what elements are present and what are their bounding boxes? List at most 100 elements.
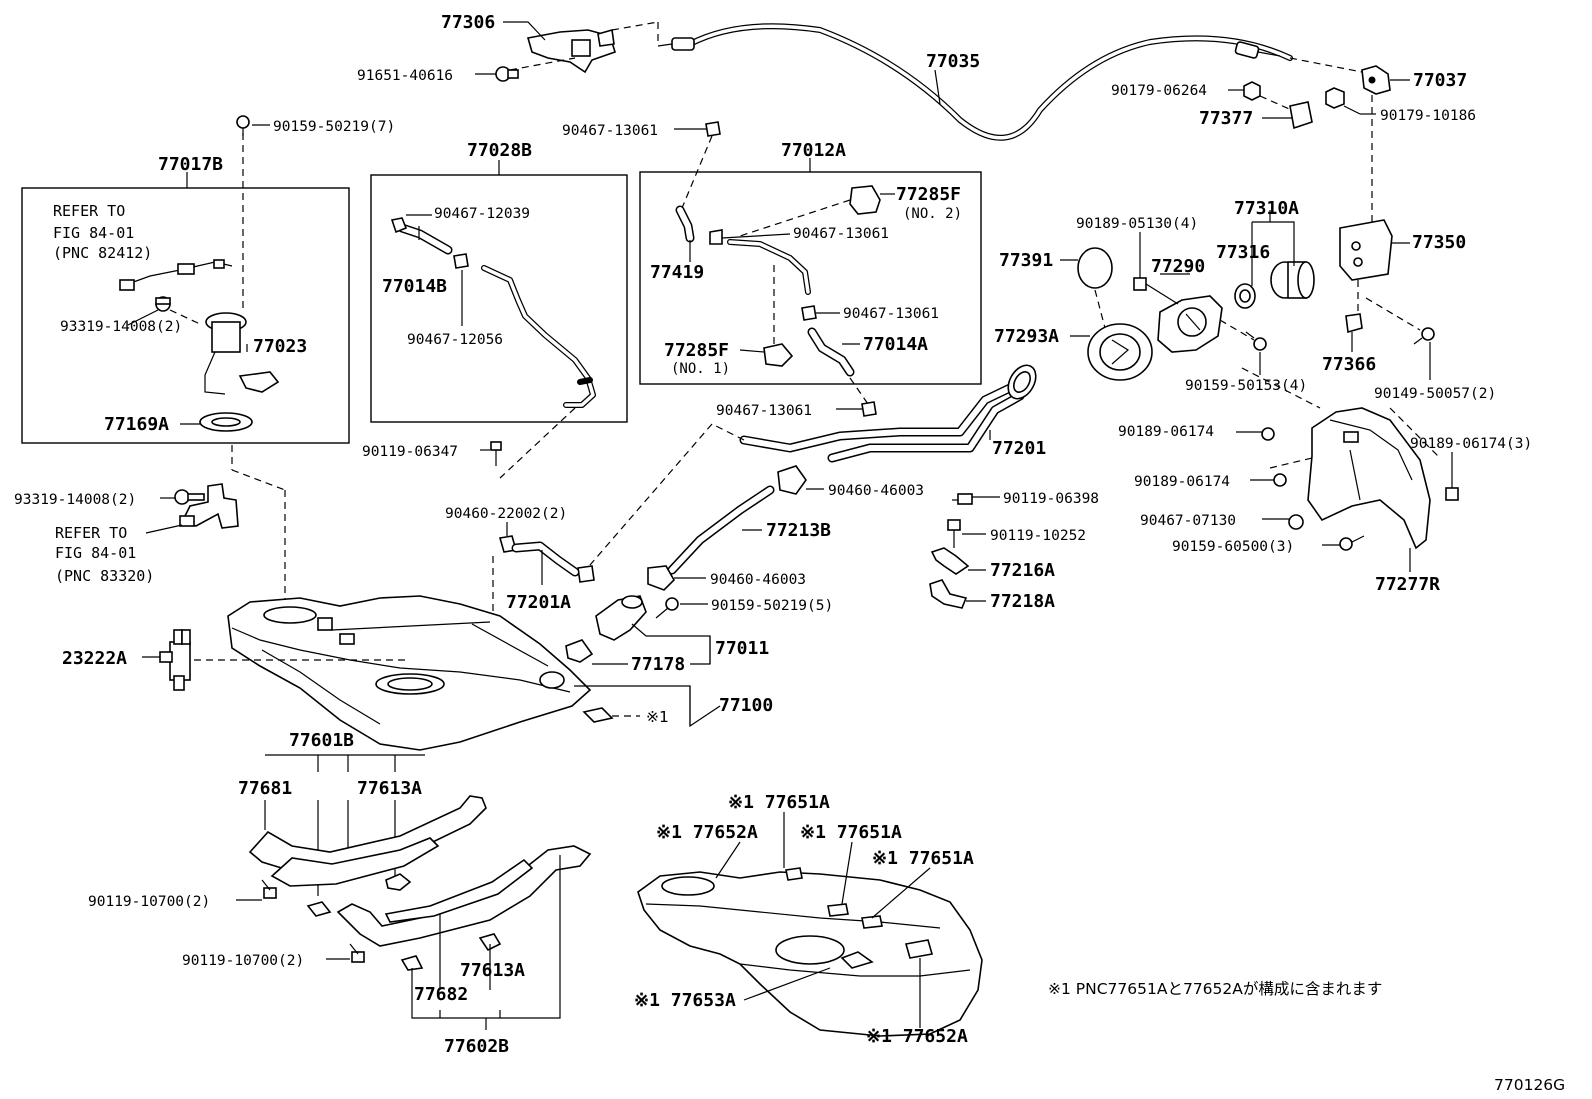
label-77377: 77377: [1199, 108, 1253, 129]
label-77201a: 77201A: [506, 592, 571, 613]
fuel-lid-cable-77035: [657, 23, 1293, 141]
label-90179-10186: 90179-10186: [1380, 108, 1476, 124]
refer-to-1-line-3: (PNC 82412): [53, 244, 152, 262]
label-90119-10252: 90119-10252: [990, 528, 1086, 544]
screw-90149-50057: [1413, 327, 1435, 345]
label-77682: 77682: [414, 984, 468, 1005]
clip-90467-13061-mid: [709, 229, 723, 245]
gasket-77169a: [199, 412, 253, 432]
label-77201: 77201: [992, 438, 1046, 459]
clip-77377: [1289, 101, 1313, 130]
lid-housing-77293a: [1087, 323, 1153, 381]
clip-77613a-c: [400, 955, 424, 971]
bolt-90119-10252: [947, 519, 961, 548]
label-90467-12056: 90467-12056: [407, 332, 503, 348]
clamp-90460-22002: [498, 535, 595, 583]
bolt-90159-50219-5: [655, 597, 679, 619]
label-77316: 77316: [1216, 242, 1270, 263]
clamp-77285f-no1: [763, 343, 794, 367]
label-77218a: 77218A: [990, 591, 1055, 612]
label-77293a: 77293A: [994, 326, 1059, 347]
clip-90467-13061-top: [705, 121, 721, 137]
hose-77014a: [807, 327, 855, 377]
label-77681: 77681: [238, 778, 292, 799]
filler-neck-77011: [595, 595, 647, 641]
label-90189-06174-b: 90189-06174: [1134, 474, 1230, 490]
label-90467-12039: 90467-12039: [434, 206, 530, 222]
fuel-cap-77310a: [1270, 261, 1315, 299]
label-77037: 77037: [1413, 70, 1467, 91]
label-77216a: 77216A: [990, 560, 1055, 581]
label-77602b: 77602B: [444, 1036, 509, 1057]
fuel-tank-77100: [227, 595, 592, 751]
label-77391: 77391: [999, 250, 1053, 271]
label-77419: 77419: [650, 262, 704, 283]
bolt-90119-06398: [952, 493, 973, 505]
sender-wire-harness: [119, 259, 233, 291]
label-90159-50219-5: 90159-50219(5): [711, 598, 833, 614]
clamp-77285f-no2: [849, 185, 881, 215]
label-90149-50057-2: 90149-50057(2): [1374, 386, 1496, 402]
gasket-77178: [565, 639, 594, 663]
filler-hose-77213b: [667, 485, 775, 575]
hose-77419: [675, 205, 695, 243]
label-90189-05130-4: 90189-05130(4): [1076, 216, 1198, 232]
label-90467-13061-d: 90467-13061: [716, 403, 812, 419]
tank-strap-77681: [248, 795, 487, 887]
bolt-90119-10700-a: [261, 879, 277, 899]
clip-90467-07130: [1288, 514, 1304, 530]
label-77651a-c: ※1 77651A: [872, 848, 974, 869]
lid-base-77290: [1157, 295, 1223, 353]
label-93319-14008-2b: 93319-14008(2): [14, 492, 136, 508]
label-77012a: 77012A: [781, 140, 846, 161]
harness-bracket: [179, 483, 239, 529]
label-77653a: ※1 77653A: [634, 990, 736, 1011]
label-77613a-a: 77613A: [357, 778, 422, 799]
cable-end-clip-77037: [1361, 65, 1391, 95]
label-77178: 77178: [631, 654, 685, 675]
label-77652a-a: ※1 77652A: [656, 822, 758, 843]
refer-to-2-line-3: (PNC 83320): [55, 567, 154, 585]
clip-90189-06174-b: [1273, 473, 1287, 487]
label-77011: 77011: [715, 638, 769, 659]
figure-code: 770126G: [1494, 1076, 1565, 1094]
label-77651a-a: ※1 77651A: [728, 792, 830, 813]
bracket-77218a: [929, 579, 968, 609]
label-90119-06398: 90119-06398: [1003, 491, 1099, 507]
label-77014b: 77014B: [382, 276, 447, 297]
label-77290: 77290: [1151, 256, 1205, 277]
label-77613a-b: 77613A: [460, 960, 525, 981]
fuel-tank-lower-view: [637, 867, 983, 1037]
hose-77201a: [511, 541, 580, 577]
label-23222a: 23222A: [62, 648, 127, 669]
part-labels: 77306 91651-40616 77035 77037 90179-0626…: [14, 12, 1565, 1094]
label-90189-06174-3: 90189-06174(3): [1410, 436, 1532, 452]
label-77651a-b: ※1 77651A: [800, 822, 902, 843]
label-93319-14008-2a: 93319-14008(2): [60, 319, 182, 335]
label-no2: (NO. 2): [903, 206, 962, 222]
label-77285f-no2: 77285F: [896, 184, 961, 205]
tank-strap-77682: [336, 845, 592, 947]
label-90189-06174-a: 90189-06174: [1118, 424, 1214, 440]
refer-to-1-line-2: FIG 84-01: [53, 224, 134, 242]
label-90159-50153-4: 90159-50153(4): [1185, 378, 1307, 394]
label-77035: 77035: [926, 51, 980, 72]
clip-90189-05130: [1133, 277, 1147, 291]
clip-90467-12039: [390, 217, 408, 234]
label-91651-40616: 91651-40616: [357, 68, 453, 84]
refer-to-2-line-2: FIG 84-01: [55, 544, 136, 562]
label-90159-50219-7: 90159-50219(7): [273, 119, 395, 135]
label-90179-06264: 90179-06264: [1111, 83, 1207, 99]
clip-77613a-a: [385, 873, 412, 891]
clip-90467-13061-bottom: [861, 401, 877, 417]
label-90467-13061-c: 90467-13061: [843, 306, 939, 322]
label-77350: 77350: [1412, 232, 1466, 253]
label-90460-22002-2: 90460-22002(2): [445, 506, 567, 522]
label-77100: 77100: [719, 695, 773, 716]
label-90467-07130: 90467-07130: [1140, 513, 1236, 529]
label-77601b: 77601B: [289, 730, 354, 751]
label-77023: 77023: [253, 336, 307, 357]
label-90159-60500-3: 90159-60500(3): [1172, 539, 1294, 555]
bolt-90119-10700-b: [349, 943, 365, 963]
